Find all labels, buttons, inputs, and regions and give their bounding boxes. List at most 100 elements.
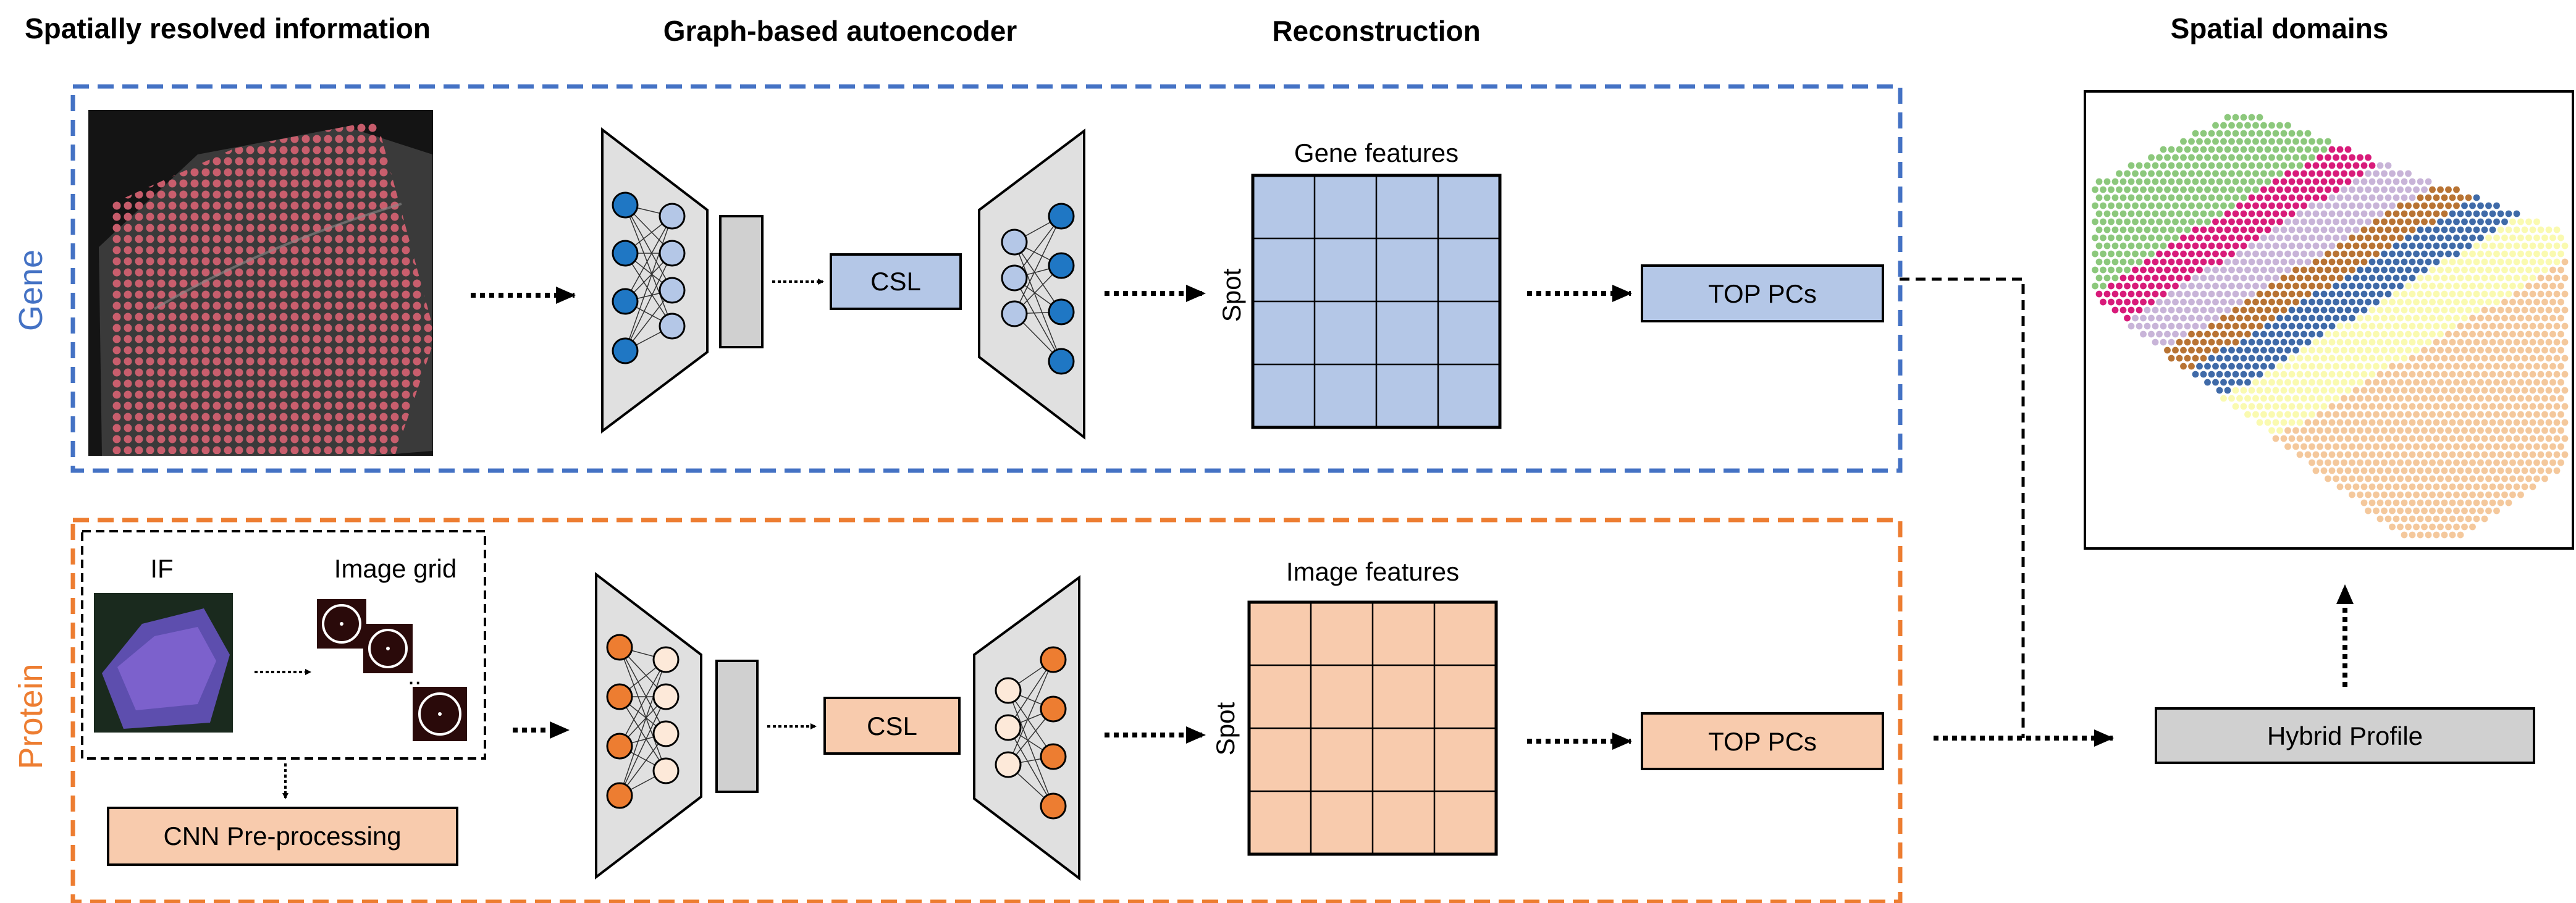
- domain-spot: [2517, 395, 2524, 402]
- domain-spot: [2381, 314, 2388, 322]
- domain-spot: [2317, 314, 2323, 322]
- domain-spot: [2505, 371, 2512, 378]
- domain-spot: [2304, 435, 2312, 442]
- domain-spot: [2160, 194, 2167, 201]
- domain-spot: [2288, 355, 2296, 362]
- domain-spot: [2160, 242, 2167, 250]
- domain-spot: [2100, 266, 2107, 274]
- domain-spot: [2160, 322, 2167, 330]
- domain-spot: [2517, 218, 2524, 225]
- domain-spot: [2465, 274, 2472, 282]
- domain-spot: [2357, 475, 2363, 482]
- domain-spot: [2220, 170, 2227, 177]
- domain-spot: [2360, 210, 2368, 217]
- domain-spot: [2272, 387, 2279, 394]
- domain-spot: [2417, 210, 2424, 217]
- domain-spot: [2208, 178, 2215, 185]
- domain-spot: [2557, 266, 2564, 274]
- domain-spot: [2368, 387, 2376, 394]
- domain-spot: [2449, 194, 2456, 201]
- domain-spot: [2509, 250, 2516, 258]
- domain-spot: [2384, 403, 2392, 410]
- domain-spot: [2421, 491, 2428, 498]
- domain-spot: [2328, 258, 2336, 266]
- protein-latent-bar: [715, 660, 759, 793]
- domain-spot: [2376, 194, 2384, 201]
- domain-spot: [2553, 467, 2561, 474]
- domain-spot: [2381, 346, 2388, 354]
- domain-spot: [2260, 170, 2267, 177]
- domain-spot: [2312, 403, 2320, 410]
- domain-spot: [2200, 146, 2207, 153]
- domain-spot: [2220, 346, 2227, 354]
- domain-spot: [2268, 346, 2275, 354]
- domain-spot: [2284, 443, 2291, 450]
- domain-spot: [2256, 146, 2263, 153]
- domain-spot: [2445, 411, 2452, 418]
- domain-spot: [2208, 162, 2215, 169]
- domain-spot: [2473, 371, 2480, 378]
- domain-spot: [2389, 282, 2396, 290]
- domain-spot: [2521, 274, 2528, 282]
- domain-spot: [2453, 202, 2460, 209]
- domain-spot: [2481, 210, 2488, 217]
- domain-spot: [2445, 379, 2452, 386]
- domain-spot: [2304, 371, 2312, 378]
- domain-spot: [2095, 258, 2103, 266]
- domain-spot: [2292, 170, 2299, 177]
- domain-spot: [2320, 178, 2328, 185]
- domain-spot: [2525, 314, 2532, 322]
- domain-spot: [2168, 210, 2175, 217]
- domain-spot: [2228, 154, 2235, 161]
- domain-spot: [2272, 435, 2279, 442]
- domain-spot: [2384, 322, 2392, 330]
- domain-spot: [2457, 306, 2464, 314]
- domain-spot: [2533, 314, 2540, 322]
- domain-spot: [2288, 146, 2296, 153]
- domain-spot: [2128, 306, 2135, 314]
- domain-spot: [2268, 170, 2275, 177]
- domain-spot: [2493, 475, 2500, 482]
- domain-spot: [2292, 138, 2299, 145]
- domain-spot: [2501, 234, 2508, 242]
- domain-spot: [2333, 234, 2339, 242]
- domain-spot: [2212, 170, 2219, 177]
- domain-spot: [2276, 266, 2283, 274]
- domain-spot: [2333, 379, 2339, 386]
- domain-spot: [2461, 411, 2468, 418]
- domain-spot: [2296, 371, 2304, 378]
- domain-spot: [2188, 282, 2195, 290]
- domain-spot: [2445, 234, 2452, 242]
- domain-spot: [2501, 379, 2508, 386]
- domain-spot: [2119, 290, 2127, 298]
- domain-spot: [2228, 346, 2235, 354]
- domain-spot: [2333, 395, 2339, 402]
- domain-spot: [2493, 266, 2500, 274]
- gene-top-pcs-label: TOP PCs: [1708, 279, 1817, 308]
- domain-spot: [2357, 314, 2363, 322]
- domain-spot: [2300, 363, 2307, 370]
- domain-spot: [2513, 338, 2520, 346]
- domain-spot: [2421, 266, 2428, 274]
- domain-spot: [2140, 218, 2147, 225]
- domain-spot: [2541, 363, 2548, 370]
- domain-spot: [2320, 242, 2328, 250]
- domain-spot: [2405, 266, 2412, 274]
- domain-spot: [2545, 242, 2553, 250]
- domain-spot: [2473, 451, 2480, 458]
- domain-spot: [2401, 194, 2408, 201]
- domain-spot: [2477, 330, 2484, 338]
- domain-spot: [2497, 338, 2504, 346]
- domain-spot: [2513, 274, 2520, 282]
- domain-spot: [2461, 459, 2468, 466]
- domain-spot: [2441, 322, 2448, 330]
- domain-spot: [2352, 371, 2360, 378]
- domain-spot: [2425, 258, 2432, 266]
- domain-spot: [2325, 427, 2331, 434]
- domain-spot: [2368, 355, 2376, 362]
- domain-spot: [2413, 363, 2420, 370]
- domain-spot: [2320, 419, 2328, 426]
- domain-spot: [2224, 387, 2231, 394]
- domain-spot: [2344, 258, 2352, 266]
- domain-spot: [2312, 306, 2320, 314]
